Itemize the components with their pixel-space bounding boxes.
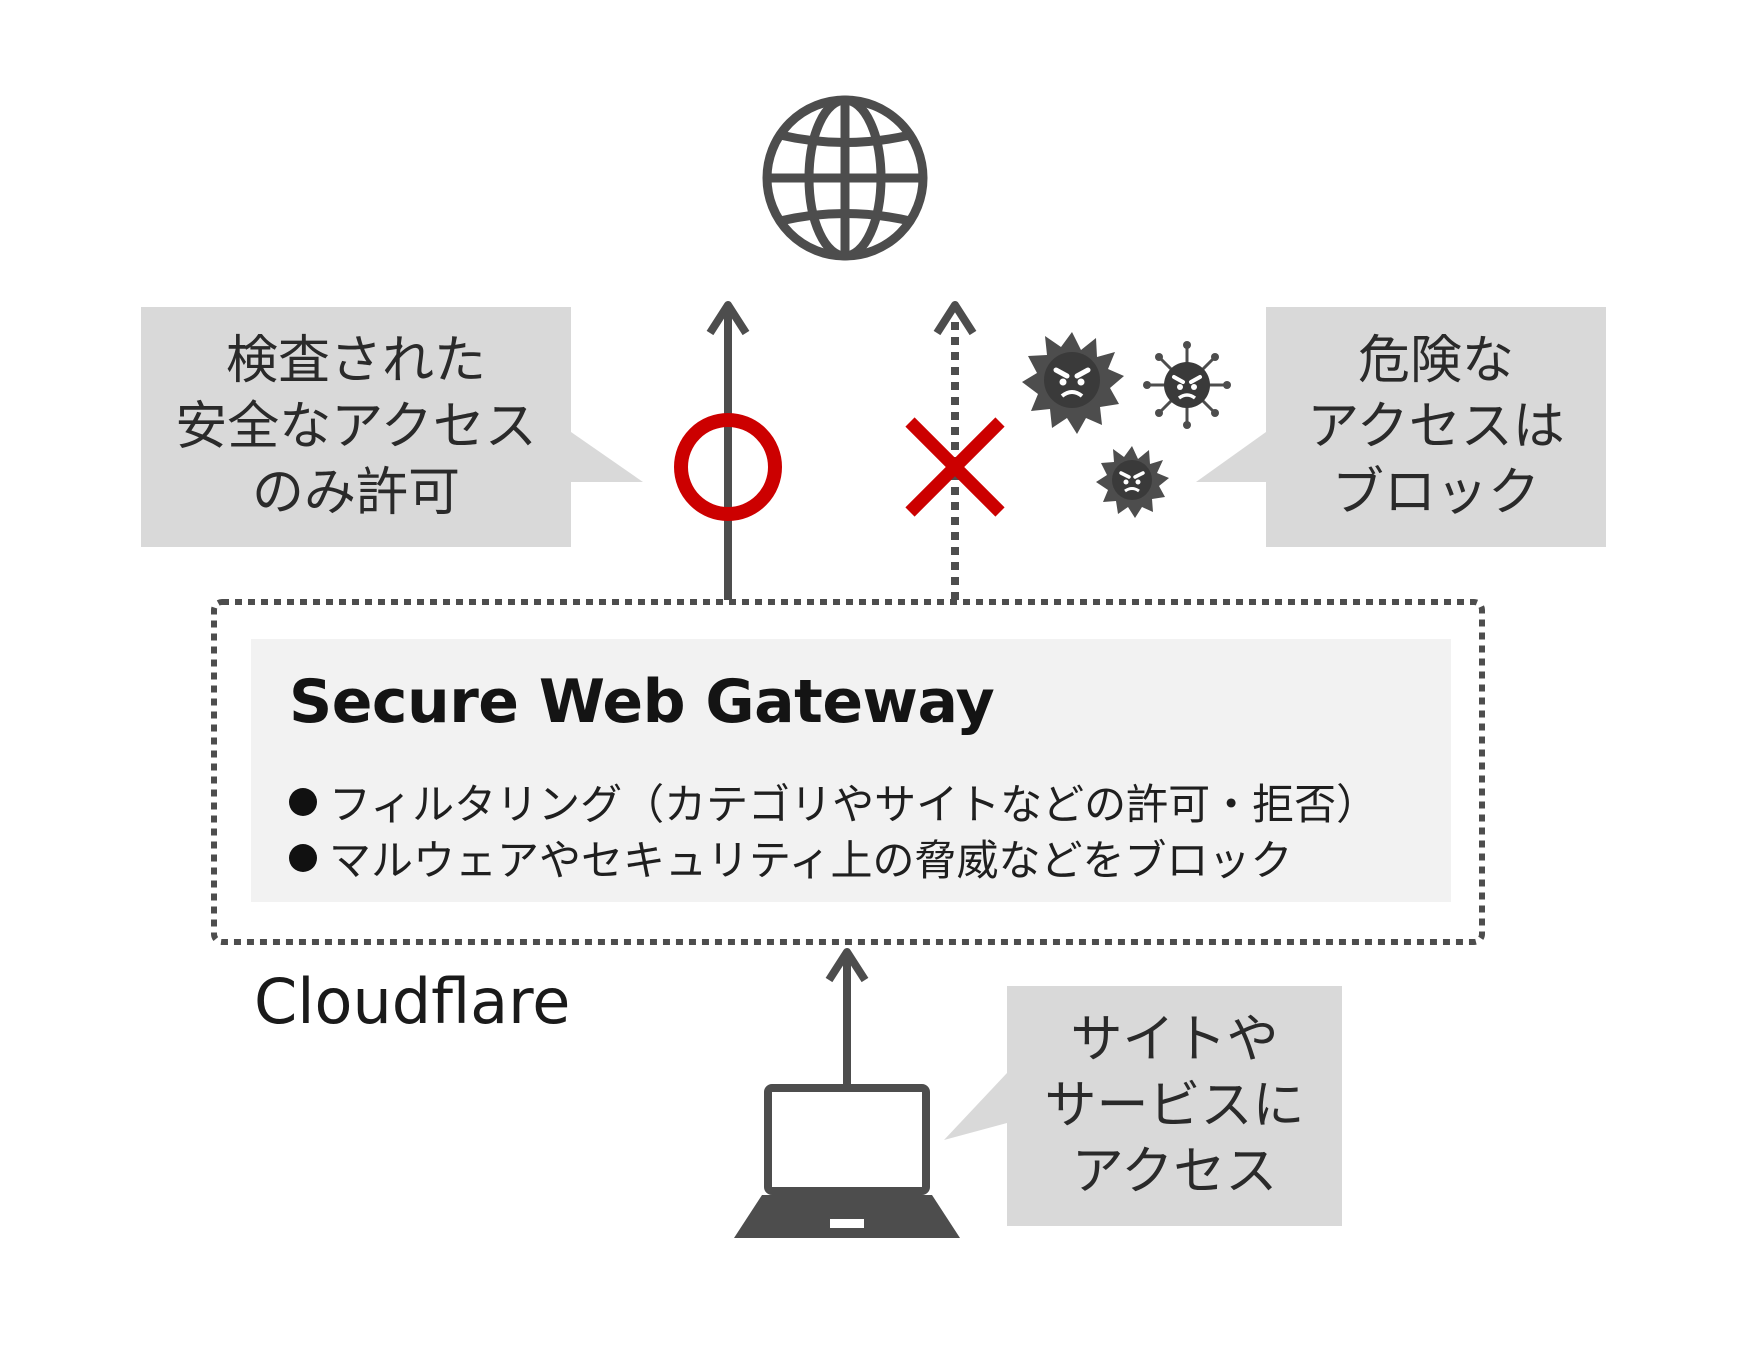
callout-line: 危険な — [1357, 331, 1514, 391]
bullet-icon — [289, 787, 317, 816]
callout-line: 検査された — [225, 331, 486, 391]
callout-allowed-pointer — [571, 432, 643, 482]
gateway-title: Secure Web Gateway — [289, 667, 995, 737]
feature-item: フィルタリング（カテゴリやサイトなどの許可・拒否） — [289, 771, 1378, 832]
allow-circle-icon — [674, 413, 782, 521]
callout-user-access: サイトや サービスに アクセス — [1007, 986, 1342, 1226]
feature-text: マルウェアやセキュリティ上の脅威などをブロック — [329, 836, 1293, 885]
bullet-icon — [289, 843, 317, 872]
callout-line: サービスに — [1044, 1076, 1305, 1136]
cloudflare-boundary — [211, 599, 1485, 945]
callout-line: 安全なアクセス — [175, 397, 537, 457]
gateway-panel: Secure Web Gateway フィルタリング（カテゴリやサイトなどの許可… — [251, 639, 1451, 902]
laptop-icon — [734, 1084, 960, 1238]
block-cross-icon — [905, 417, 1005, 517]
callout-line: アクセス — [1071, 1142, 1278, 1202]
malware-icon — [1022, 332, 1124, 434]
callout-line: のみ許可 — [251, 463, 460, 523]
feature-item: マルウェアやセキュリティ上の脅威などをブロック — [289, 827, 1292, 888]
callout-line: サイトや — [1070, 1010, 1279, 1070]
malware-icon — [1096, 446, 1169, 518]
callout-allowed: 検査された 安全なアクセス のみ許可 — [141, 307, 571, 547]
globe-icon — [762, 95, 928, 261]
malware-icon — [1143, 341, 1231, 429]
callout-blocked-pointer — [1196, 432, 1266, 482]
callout-line: ブロック — [1331, 463, 1540, 523]
callout-access-pointer — [944, 1073, 1007, 1140]
callout-blocked: 危険な アクセスは ブロック — [1266, 307, 1606, 547]
arrow-up-icon — [825, 948, 869, 1088]
allowed-arrow — [706, 301, 750, 600]
callout-line: アクセスは — [1307, 397, 1565, 457]
provider-label: Cloudflare — [254, 965, 571, 1038]
feature-text: フィルタリング（カテゴリやサイトなどの許可・拒否） — [329, 780, 1379, 829]
